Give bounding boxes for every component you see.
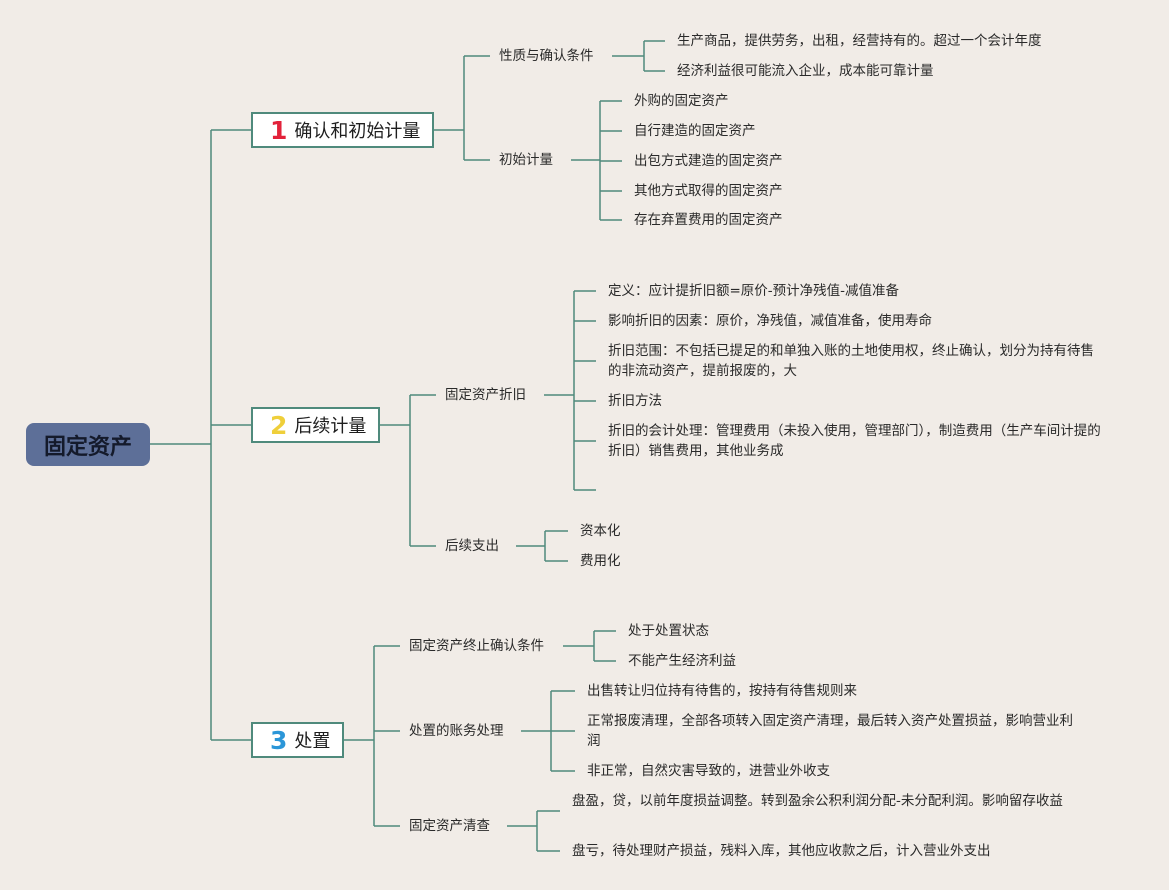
leaf-topic[interactable]: 折旧范围：不包括已提足的和单独入账的土地使用权，终止确认，划分为持有待售的非流动…	[608, 343, 1094, 379]
section-number: 2	[270, 410, 288, 440]
leaf-topic[interactable]: 费用化	[580, 553, 621, 569]
section-number: 3	[270, 725, 288, 755]
leaf-topic[interactable]: 盘盈，贷，以前年度损益调整。转到盈余公积利润分配-未分配利润。影响留存收益	[572, 793, 1063, 809]
leaf-topic[interactable]: 正常报废清理，全部各项转入固定资产清理，最后转入资产处置损益，影响营业利润	[587, 713, 1073, 749]
leaf-topic[interactable]: 折旧方法	[608, 393, 662, 409]
leaf-topic[interactable]: 自行建造的固定资产	[634, 123, 756, 139]
branch-topic[interactable]: 初始计量	[499, 152, 553, 168]
section-label: 确认和初始计量	[294, 121, 421, 142]
section-disposal[interactable]: 3 处置	[251, 722, 344, 758]
leaf-topic[interactable]: 经济利益很可能流入企业，成本能可靠计量	[677, 63, 934, 79]
leaf-topic[interactable]: 出包方式建造的固定资产	[634, 153, 783, 169]
leaf-topic[interactable]: 处于处置状态	[628, 623, 709, 639]
leaf-topic[interactable]: 折旧的会计处理：管理费用（未投入使用，管理部门），制造费用（生产车间计提的折旧）…	[608, 423, 1101, 459]
branch-topic[interactable]: 性质与确认条件	[499, 48, 594, 64]
branch-topic[interactable]: 后续支出	[445, 538, 499, 554]
leaf-topic[interactable]: 非正常，自然灾害导致的，进营业外收支	[587, 763, 830, 779]
branch-topic[interactable]: 处置的账务处理	[409, 723, 504, 739]
leaf-topic[interactable]: 定义：应计提折旧额=原价-预计净残值-减值准备	[608, 283, 900, 299]
leaf-topic[interactable]: 盘亏，待处理财产损益，残料入库，其他应收款之后，计入营业外支出	[572, 843, 991, 859]
branch-topic[interactable]: 固定资产清查	[409, 818, 490, 834]
leaf-topic[interactable]: 不能产生经济利益	[628, 653, 736, 669]
section-subsequent[interactable]: 2 后续计量	[251, 407, 380, 443]
section-number: 1	[270, 115, 288, 145]
branch-topic[interactable]: 固定资产终止确认条件	[409, 638, 544, 654]
leaf-topic[interactable]: 其他方式取得的固定资产	[634, 183, 783, 199]
section-label: 后续计量	[294, 416, 367, 437]
root-topic[interactable]: 固定资产	[26, 423, 150, 466]
leaf-topic[interactable]: 资本化	[580, 523, 621, 539]
leaf-topic[interactable]: 影响折旧的因素：原价，净残值，减值准备，使用寿命	[608, 313, 932, 329]
leaf-topic[interactable]: 出售转让归位持有待售的，按持有待售规则来	[587, 683, 857, 699]
branch-topic[interactable]: 固定资产折旧	[445, 387, 526, 403]
section-label: 处置	[294, 731, 331, 752]
section-recognition[interactable]: 1 确认和初始计量	[251, 112, 434, 148]
leaf-topic[interactable]: 外购的固定资产	[634, 93, 729, 109]
leaf-topic[interactable]: 存在弃置费用的固定资产	[634, 212, 783, 228]
leaf-topic[interactable]: 生产商品，提供劳务，出租，经营持有的。超过一个会计年度	[677, 33, 1042, 49]
